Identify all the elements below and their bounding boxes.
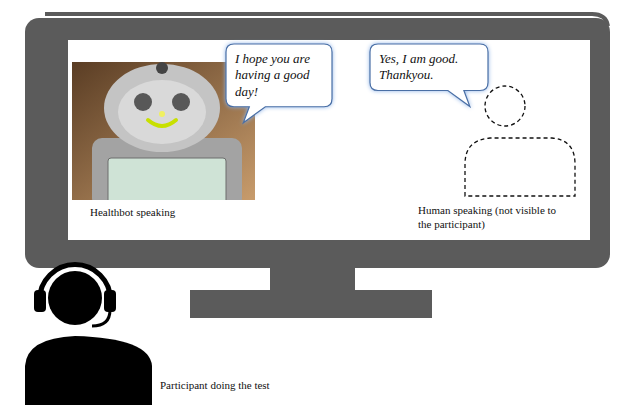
caption-label: Healthbot speaking [90, 205, 240, 219]
headset-band [40, 265, 110, 300]
headset-mic [92, 310, 110, 326]
participant-head [48, 271, 102, 325]
speech-text: Yes, I am good. Thankyou. [379, 51, 479, 84]
robot-eye [134, 93, 152, 111]
headset-earpiece [104, 290, 116, 312]
headset-gap [43, 268, 107, 300]
robot-face [118, 80, 206, 144]
robot-eye [172, 93, 190, 111]
robot-camera [156, 62, 168, 74]
monitor-base [190, 290, 432, 318]
monitor-neck [270, 266, 355, 292]
participant-body [25, 336, 152, 405]
bubble-shape [226, 44, 332, 123]
monitor-screen [68, 40, 590, 240]
robot-screen [108, 158, 226, 200]
human-head-outline [485, 86, 525, 126]
robot-smile [148, 120, 176, 126]
caption-label: Participant doing the test [160, 378, 360, 392]
monitor-frame [25, 18, 610, 268]
speech-bubble: Yes, I am good. Thankyou. [370, 44, 488, 91]
robot-light [159, 111, 165, 117]
headset-earpiece [34, 290, 46, 312]
speech-bubble: I hope you are having a good day! [226, 44, 332, 107]
bubble-shape [370, 44, 488, 107]
caption-label: Human speaking (not visible to the parti… [418, 203, 558, 232]
human-body-outline [465, 138, 575, 196]
speech-text: I hope you are having a good day! [235, 51, 323, 100]
robot-head [104, 64, 220, 152]
